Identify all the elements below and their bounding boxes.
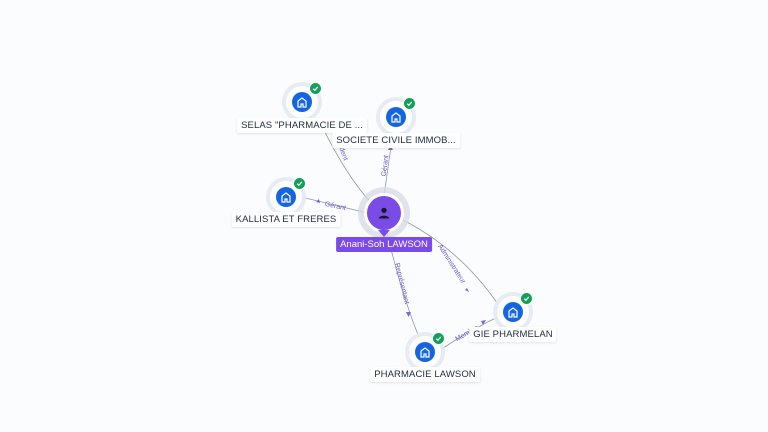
company-label-selas[interactable]: SELAS "PHARMACIE DE ...: [237, 118, 367, 133]
building-icon: [292, 92, 312, 112]
company-node-selas[interactable]: [286, 82, 322, 118]
company-label-pharmacie[interactable]: PHARMACIE LAWSON: [370, 367, 480, 382]
verified-check-icon: [432, 332, 445, 345]
edge-label-gerant-sci: Gérant: [381, 155, 391, 177]
person-icon: [378, 207, 390, 219]
company-label-gie[interactable]: GIE PHARMELAN: [469, 327, 557, 342]
company-label-sci[interactable]: SOCIETE CIVILE IMMOB...: [332, 133, 460, 148]
verified-check-icon: [309, 82, 322, 95]
building-icon: [386, 107, 406, 127]
company-node-pharmacie[interactable]: [409, 332, 445, 368]
edge-arrow: [481, 320, 486, 325]
edge-arrow: [406, 312, 411, 317]
verified-check-icon: [293, 177, 306, 190]
person-node-center[interactable]: [367, 196, 401, 230]
verified-check-icon: [403, 97, 416, 110]
person-label-center[interactable]: Anani-Soh LAWSON: [336, 237, 432, 252]
edge-center-kallista: [300, 196, 368, 214]
edge-arrow: [465, 288, 469, 292]
edge-label-representant: Représentant: [393, 262, 410, 305]
verified-check-icon: [520, 292, 533, 305]
edge-label-administrateur: Administrateur: [436, 243, 467, 285]
edge-arrow: [316, 199, 320, 203]
building-icon: [415, 342, 435, 362]
company-node-gie[interactable]: [497, 292, 533, 328]
building-icon: [276, 187, 296, 207]
building-icon: [503, 302, 523, 322]
company-label-kallista[interactable]: KALLISTA ET FRERES: [231, 212, 341, 227]
edge-label-gerant-kallista: Gérant: [324, 201, 346, 212]
company-node-kallista[interactable]: [270, 177, 306, 213]
center-pin-tail: [378, 230, 390, 237]
company-node-sci[interactable]: [380, 97, 416, 133]
edge-center-gie: [398, 217, 501, 308]
